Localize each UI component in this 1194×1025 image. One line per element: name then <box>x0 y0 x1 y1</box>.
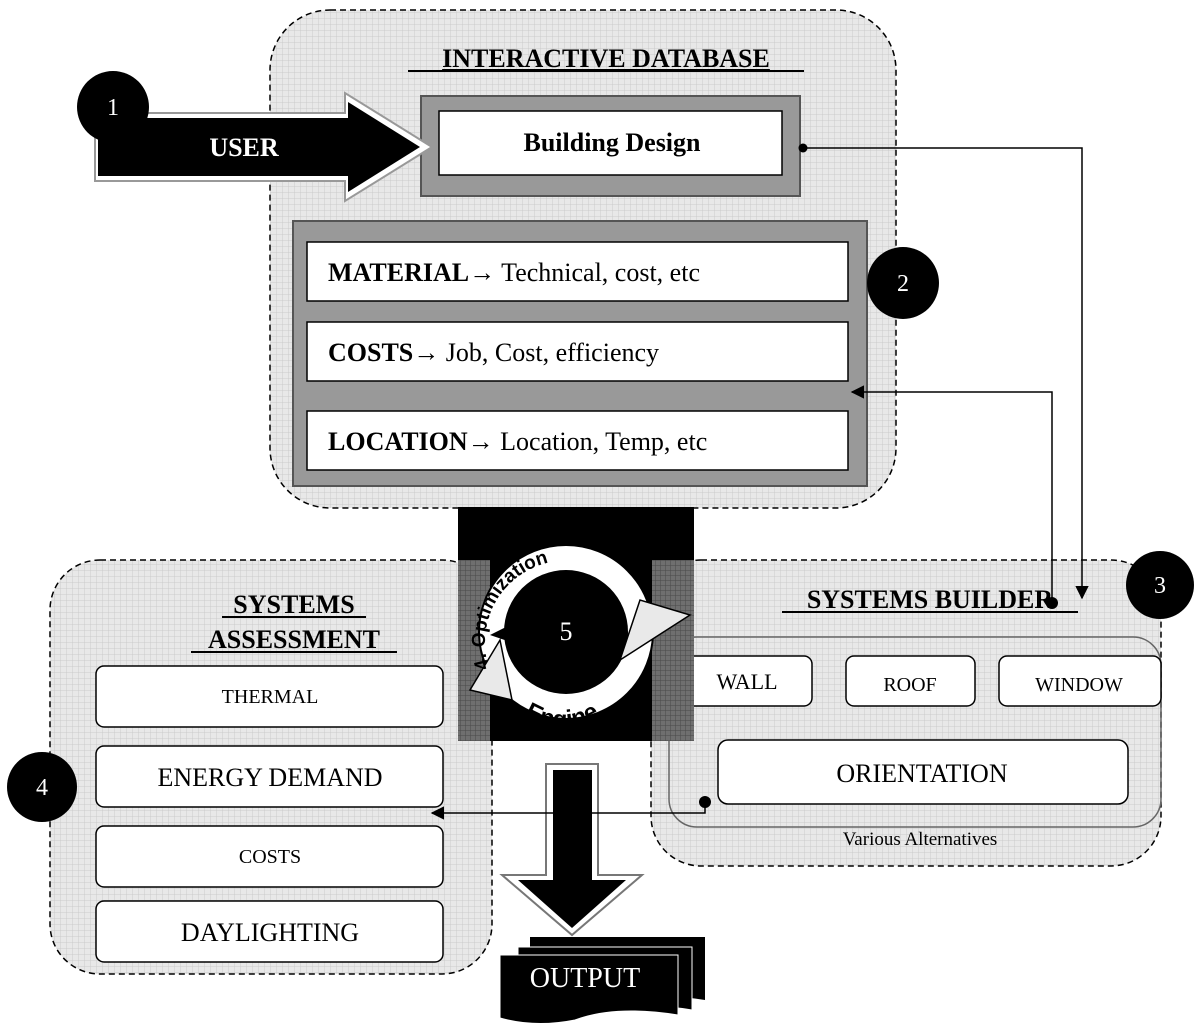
output-stack: OUTPUT <box>499 937 705 1025</box>
step-5-label: 5 <box>560 617 573 646</box>
building-design-label: Building Design <box>523 128 701 157</box>
step-marker-3: 3 <box>1126 551 1194 619</box>
costs-row[interactable] <box>306 321 849 382</box>
connector-design-to-builder <box>800 147 1089 600</box>
window-box[interactable] <box>998 655 1162 707</box>
costs-row-text: COSTS→ Job, Cost, efficiency <box>328 338 659 367</box>
user-label: USER <box>209 133 279 162</box>
material-row-text: MATERIAL→ Technical, cost, etc <box>328 258 700 287</box>
wall-label: WALL <box>716 669 777 694</box>
costs-detail: Job, Cost, efficiency <box>439 338 659 367</box>
energy-demand-label: ENERGY DEMAND <box>157 763 382 792</box>
alternatives-label: Various Alternatives <box>843 829 998 850</box>
cycle-arrowhead-left-icon <box>468 637 513 702</box>
output-document[interactable] <box>499 954 679 1025</box>
location-arrow: → <box>468 427 494 456</box>
thermal-label: THERMAL <box>222 686 319 708</box>
daylighting-label: DAYLIGHTING <box>181 918 359 947</box>
location-detail: Location, Temp, etc <box>494 427 708 456</box>
energy-demand-box[interactable] <box>95 745 444 808</box>
step-marker-1: 1 <box>77 71 149 143</box>
material-detail: Technical, cost, etc <box>495 258 700 287</box>
output-arrow-icon <box>518 770 626 928</box>
thermal-box[interactable] <box>95 665 444 728</box>
interactive-database-panel: INTERACTIVE DATABASE Building Design MAT… <box>269 9 897 509</box>
roof-box[interactable] <box>845 655 976 707</box>
assessment-title-line1: SYSTEMS <box>233 590 354 619</box>
building-design-box[interactable] <box>438 110 783 176</box>
orientation-box[interactable] <box>717 739 1129 805</box>
costs-key: COSTS <box>328 338 413 367</box>
assessment-title-line2: ASSESSMENT <box>208 625 380 654</box>
cycle-arrowhead-right-icon <box>618 599 692 662</box>
costs-arrow: → <box>413 338 439 367</box>
cycle-arrow-left-icon <box>490 610 548 655</box>
orientation-label: ORIENTATION <box>836 759 1007 788</box>
builder-title: SYSTEMS BUILDER <box>807 585 1054 614</box>
connector-dot-design <box>798 143 808 153</box>
step-marker-4: 4 <box>7 752 77 822</box>
user-arrow: USER <box>94 91 434 203</box>
step-1-label: 1 <box>107 95 119 121</box>
location-row[interactable] <box>306 410 849 471</box>
window-label: WINDOW <box>1035 674 1123 696</box>
costs-box[interactable] <box>95 825 444 888</box>
engine-core <box>504 570 628 694</box>
step-marker-2: 2 <box>867 247 939 319</box>
connector-dot-orientation <box>699 796 711 808</box>
database-title: INTERACTIVE DATABASE <box>442 44 770 73</box>
output-label: OUTPUT <box>530 963 640 994</box>
connector-dot-builder <box>1046 597 1058 609</box>
costs-label: COSTS <box>239 846 301 868</box>
systems-builder-panel: SYSTEMS BUILDER WALL ROOF WINDOW ORIENTA… <box>650 559 1162 867</box>
step-4-label: 4 <box>36 775 48 801</box>
connector-builder-to-database <box>850 385 1053 602</box>
step-3-label: 3 <box>1154 573 1166 599</box>
roof-label: ROOF <box>883 674 936 696</box>
location-row-text: LOCATION→ Location, Temp, etc <box>328 427 707 456</box>
step-2-label: 2 <box>897 271 909 297</box>
material-key: MATERIAL <box>328 258 469 287</box>
systems-assessment-panel: SYSTEMS ASSESSMENT THERMAL ENERGY DEMAND… <box>49 559 493 975</box>
optimization-engine: 4. Optimization Engine <box>458 507 694 741</box>
daylighting-box[interactable] <box>95 900 444 963</box>
material-row[interactable] <box>306 241 849 302</box>
location-key: LOCATION <box>328 427 468 456</box>
material-arrow: → <box>469 258 495 287</box>
